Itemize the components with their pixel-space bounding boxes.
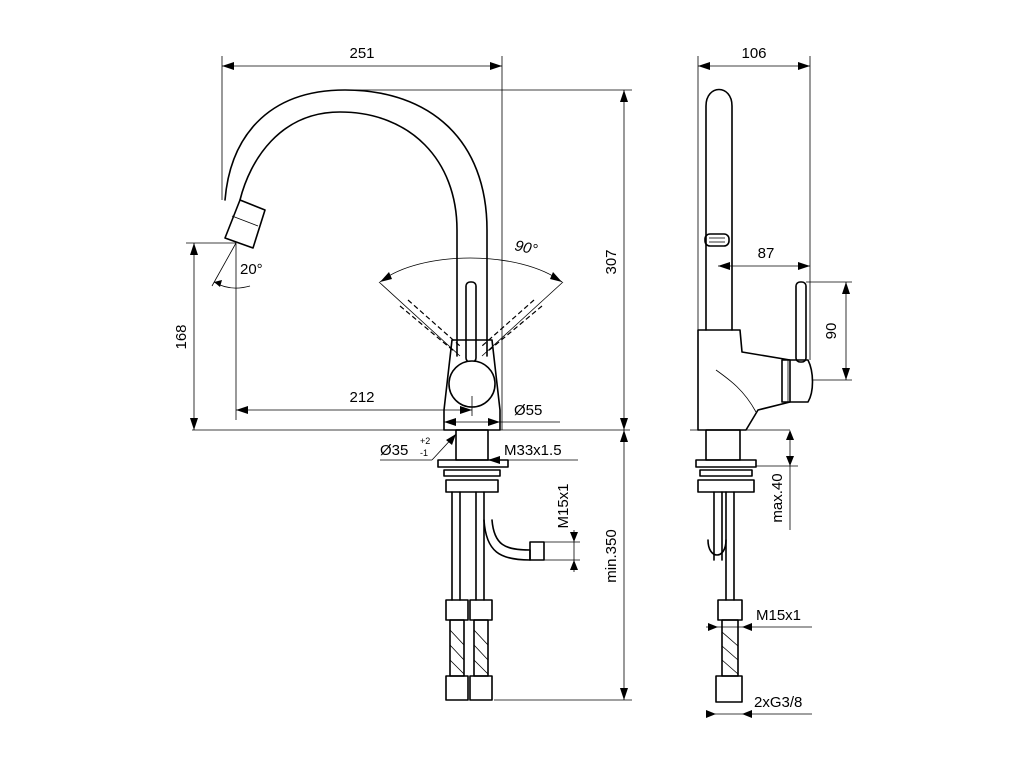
side-view: 106 87 90 max.40 [690,45,852,718]
lever [465,281,477,363]
deck-thickness-label: max.40 [769,473,786,522]
dim-307: 307 [345,89,632,430]
dim-thread: M33x1.5 [488,442,578,464]
hole-tol-minus: -1 [420,448,428,458]
dim-90: 90 [806,281,852,381]
spout-depth-label: 87 [758,245,775,262]
dim-168: 168 [173,242,236,430]
side-mounting [695,429,757,703]
hole-tol-plus: +2 [420,436,430,446]
dim-hose-length: min.350 [494,430,632,701]
depth-total-label: 106 [741,45,766,62]
side-hose-thread-label: M15x1 [756,607,801,624]
dim-212: 212 [236,389,473,416]
base-diameter-label: Ø55 [514,402,542,419]
front-view: 251 307 168 20° 90° [173,45,632,701]
thread-size-label: M33x1.5 [504,442,562,459]
side-body [697,281,814,431]
dim-251: 251 [221,45,503,430]
dim-hole-diameter: Ø35 +2 -1 [380,433,457,461]
side-spout [704,88,733,331]
dim-height-label: 307 [603,249,620,274]
lever-height-label: 90 [823,323,840,340]
swivel-angle-label: 90° [513,237,539,258]
dim-reach-label: 212 [349,389,374,406]
hole-diameter-label: Ø35 [380,442,408,459]
connections-label: 2xG3/8 [754,694,802,711]
dim-connections: 2xG3/8 [706,694,812,718]
dim-106: 106 [697,45,811,360]
dim-tilt: 20° [211,242,263,420]
tilt-angle-label: 20° [240,261,263,278]
dim-max40: max.40 [756,430,798,530]
body [443,339,501,431]
dim-87: 87 [718,245,810,270]
dim-width-label: 251 [349,45,374,62]
dim-outlet-thread: M15x1 [544,483,580,572]
mounting-set [437,429,545,701]
dim-spout-height-label: 168 [173,324,190,349]
spout [224,89,488,357]
outlet-thread-label: M15x1 [555,483,572,528]
swivel-indicator [378,257,564,357]
dim-base-diameter: Ø55 [444,402,560,426]
dim-side-thread: M15x1 [706,607,812,631]
hose-length-label: min.350 [603,529,620,582]
